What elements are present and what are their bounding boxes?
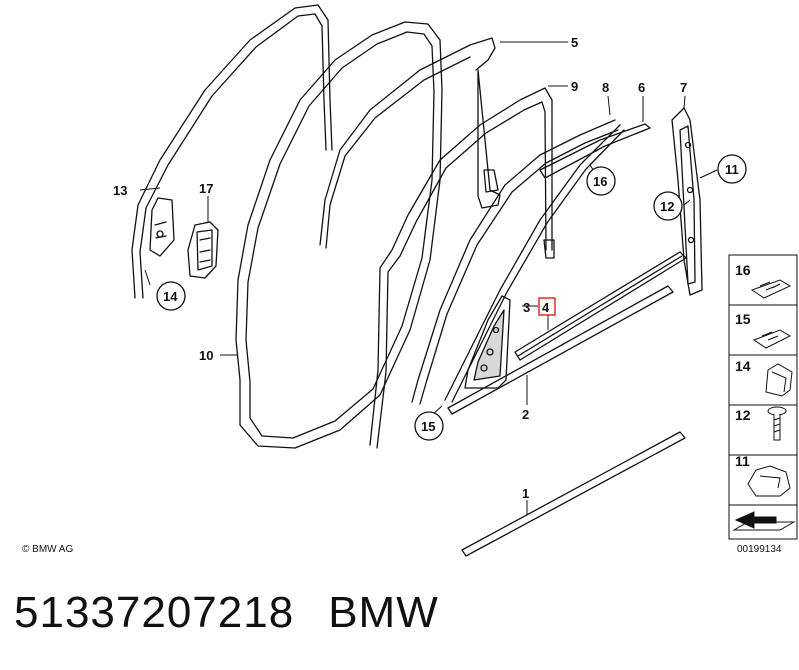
callout-13: 13 — [113, 183, 127, 198]
circle-11 — [717, 154, 747, 184]
legend-label-14: 14 — [735, 358, 751, 374]
callout-2: 2 — [522, 407, 529, 422]
callout-17: 17 — [199, 181, 213, 196]
part-3-triangle-insert — [464, 295, 511, 389]
callout-12: 12 — [660, 199, 674, 214]
bracket-14-icon — [765, 363, 793, 397]
legend-label-12: 12 — [735, 407, 751, 423]
part-9-window-channel — [369, 87, 555, 449]
part-5-pillar-trim — [319, 37, 501, 249]
part-6-strip — [539, 123, 651, 179]
circle-15 — [414, 411, 444, 441]
brand-name: BMW — [328, 588, 439, 637]
callout-8: 8 — [602, 80, 609, 95]
part-17-bracket — [187, 221, 219, 279]
callout-1: 1 — [522, 486, 529, 501]
callout-3: 3 — [523, 300, 530, 315]
legend-panel — [728, 254, 798, 540]
part-13-frame-seal — [131, 4, 333, 299]
callout-9: 9 — [571, 79, 578, 94]
circle-16 — [586, 166, 616, 196]
legend-label-15: 15 — [735, 311, 751, 327]
callout-16: 16 — [593, 174, 607, 189]
diagram-id: 00199134 — [737, 544, 782, 555]
part-number: 51337207218 — [14, 588, 295, 637]
callout-7: 7 — [680, 80, 687, 95]
screw-12-icon — [767, 406, 787, 441]
callout-10: 10 — [199, 348, 213, 363]
circle-14 — [156, 281, 186, 311]
part-4-inner-strip — [514, 251, 687, 361]
part-1-sill-strip — [461, 431, 686, 557]
callout-11: 11 — [725, 162, 739, 177]
callout-6: 6 — [638, 80, 645, 95]
part-15-seal — [411, 119, 619, 405]
clip-16-icon — [750, 279, 792, 299]
clip-11-icon — [747, 465, 791, 497]
callout-15: 15 — [421, 419, 435, 434]
legend-label-11: 11 — [735, 453, 750, 469]
part-10-door-seal — [235, 21, 443, 449]
legend-label-16: 16 — [735, 262, 751, 278]
callout-4: 4 — [542, 300, 550, 315]
callout-5: 5 — [571, 35, 578, 50]
part-footer: 51337207218 BMW — [14, 588, 473, 638]
clip-15-icon — [752, 329, 792, 349]
arrow-sheet-icon — [732, 511, 796, 531]
part-2-belt-strip — [447, 285, 674, 415]
copyright-text: © BMW AG — [22, 544, 73, 555]
callout-14: 14 — [163, 289, 178, 304]
highlight-box — [538, 297, 556, 316]
parts-diagram: 13 17 5 9 8 6 7 10 3 2 1 4 16 11 12 14 1… — [22, 4, 798, 557]
circle-12 — [653, 191, 683, 221]
